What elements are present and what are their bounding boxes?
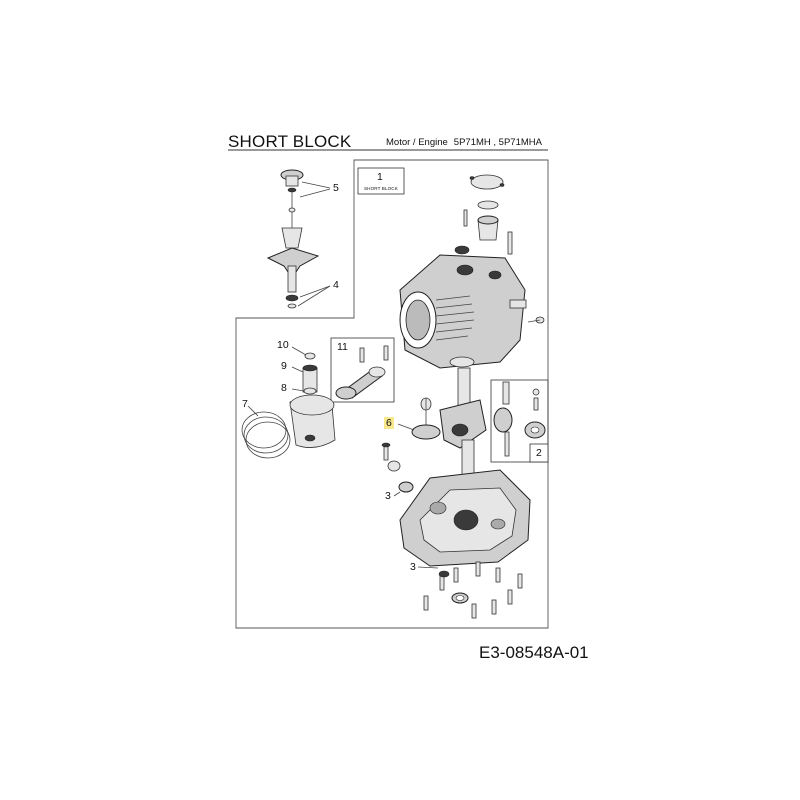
callout-9: 9 [281,360,287,372]
callout-4: 4 [333,279,339,291]
engine-model-caption: Motor / Engine 5P71MH , 5P71MHA [386,137,542,148]
connecting-rod [335,345,389,400]
group-box-2-label-cell [529,443,549,463]
callout-3-upper: 3 [385,490,391,502]
callout-3-lower: 3 [410,561,416,573]
callout-10: 10 [277,339,289,351]
callout-6: 6 [384,417,394,429]
balancer-parts [493,381,546,457]
callout-5: 5 [333,182,339,194]
crankcase-sump [381,442,531,619]
assembly-box-1 [357,167,405,195]
callout-11: 11 [337,341,348,353]
engine-caption-models: 5P71MH , 5P71MHA [453,137,542,148]
callout-7: 7 [242,398,248,410]
piston-group [241,352,336,459]
callout-6-highlight: 6 [384,417,394,429]
governor-assembly [266,169,320,309]
engine-caption-prefix: Motor / Engine [386,137,448,148]
callout-2: 2 [536,447,542,459]
diagram-frame [235,159,549,629]
group-box-11 [330,337,395,403]
callout-1: 1 [377,171,383,183]
group-box-2 [490,379,549,463]
callout-8: 8 [281,382,287,394]
page-title: SHORT BLOCK [228,132,352,151]
assembly-box-label: SHORT BLOCK [364,186,398,191]
figure-code: E3-08548A-01 [479,643,589,662]
cylinder-block [399,174,545,369]
